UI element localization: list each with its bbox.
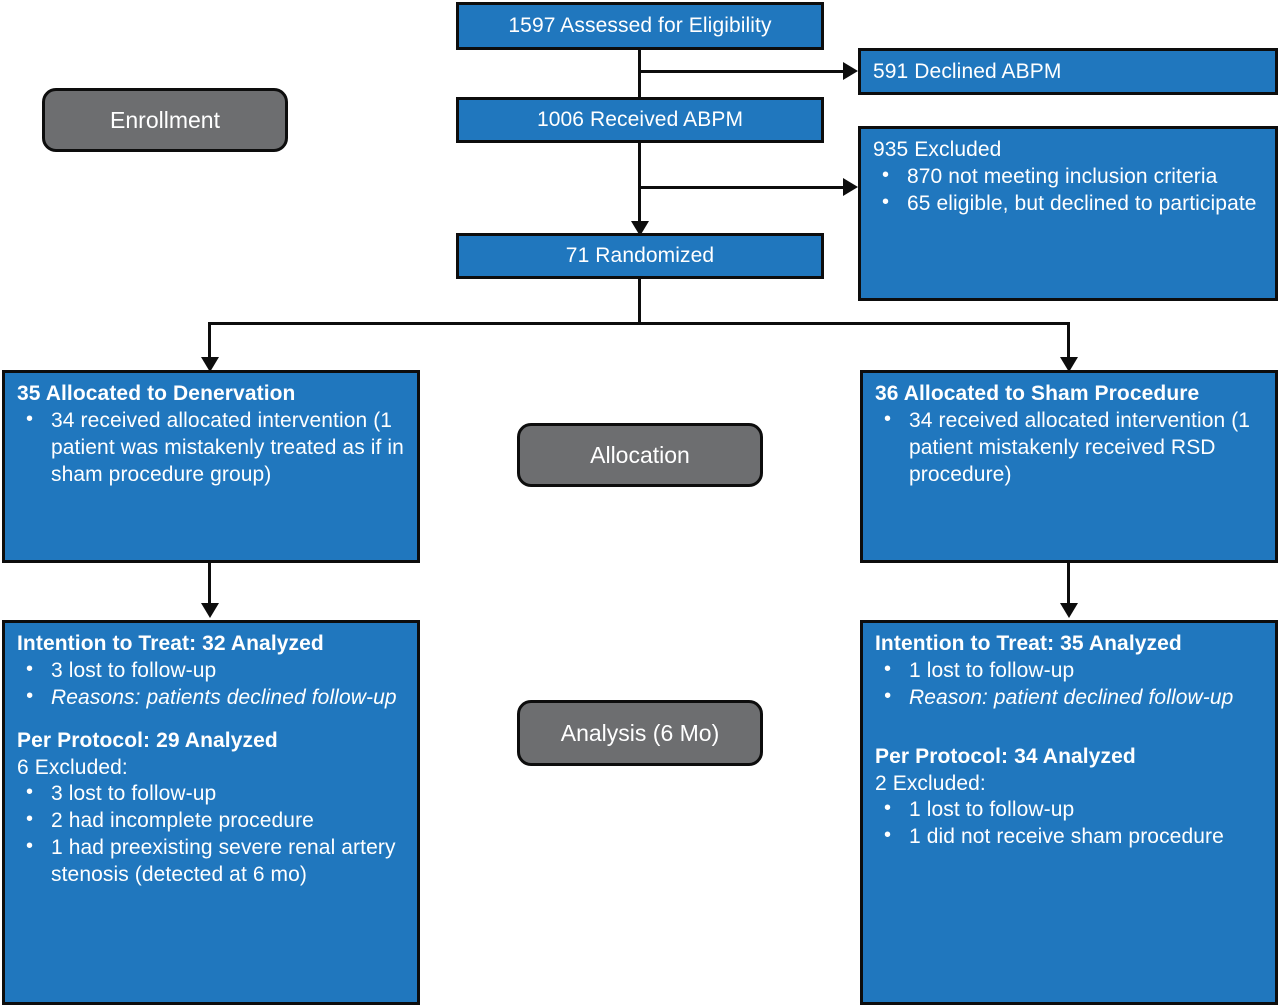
node-excluded-list: 870 not meeting inclusion criteria 65 el…: [873, 163, 1265, 218]
analysis-denervation-itt-list: 3 lost to follow-up Reasons: patients de…: [17, 657, 407, 712]
node-randomized: 71 Randomized: [456, 233, 824, 279]
node-alloc-sham: 36 Allocated to Sham Procedure 34 receiv…: [860, 370, 1278, 563]
list-item: 1 lost to follow-up: [875, 657, 1265, 685]
node-declined-abpm-label: 591 Declined ABPM: [873, 60, 1062, 83]
analysis-sham-itt-heading: Intention to Treat: 35 Analyzed: [875, 632, 1182, 655]
analysis-denervation-spacer: [17, 712, 407, 728]
node-received-abpm: 1006 Received ABPM: [456, 97, 824, 143]
node-analysis-denervation: Intention to Treat: 32 Analyzed 3 lost t…: [2, 620, 420, 1005]
node-alloc-denervation: 35 Allocated to Denervation 34 received …: [2, 370, 420, 563]
list-item: 2 had incomplete procedure: [17, 807, 407, 835]
list-item: 1 had preexisting severe renal artery st…: [17, 834, 407, 889]
list-item: 34 received allocated intervention (1 pa…: [17, 407, 407, 489]
analysis-denervation-pp-heading: Per Protocol: 29 Analyzed: [17, 728, 278, 752]
node-received-abpm-label: 1006 Received ABPM: [536, 107, 744, 131]
connector-allocation-split-bar: [208, 322, 1070, 325]
connector-split-right-down: [1067, 322, 1070, 360]
node-alloc-sham-list: 34 received allocated intervention (1 pa…: [875, 407, 1265, 489]
analysis-denervation-itt-heading: Intention to Treat: 32 Analyzed: [17, 632, 324, 655]
connector-assessed-to-declined: [638, 70, 843, 73]
connector-split-left-down: [208, 322, 211, 360]
list-item: 34 received allocated intervention (1 pa…: [875, 407, 1265, 489]
list-item: Reason: patient declined follow-up: [875, 684, 1265, 712]
analysis-sham-itt-list: 1 lost to follow-up Reason: patient decl…: [875, 657, 1265, 712]
node-excluded: 935 Excluded 870 not meeting inclusion c…: [858, 126, 1278, 301]
connector-alloc-sham-to-analysis: [1067, 562, 1070, 606]
stage-label-enrollment-text: Enrollment: [110, 106, 220, 133]
arrow-to-declined-abpm: [843, 62, 858, 80]
list-item: 3 lost to follow-up: [17, 657, 407, 685]
analysis-denervation-pp-excluded-label: 6 Excluded:: [17, 755, 128, 779]
arrow-to-excluded: [843, 178, 858, 196]
arrow-to-alloc-sham: [1060, 357, 1078, 372]
connector-alloc-denervation-to-analysis: [208, 562, 211, 606]
stage-label-analysis-text: Analysis (6 Mo): [560, 719, 720, 746]
arrow-to-alloc-denervation: [201, 357, 219, 372]
node-analysis-sham: Intention to Treat: 35 Analyzed 1 lost t…: [860, 620, 1278, 1005]
list-item: 65 eligible, but declined to participate: [873, 190, 1265, 218]
connector-received-to-randomized: [638, 142, 641, 224]
node-declined-abpm: 591 Declined ABPM: [858, 48, 1278, 95]
analysis-sham-spacer-1: [875, 712, 1265, 728]
connector-received-to-excluded: [638, 186, 843, 189]
node-assessed-for-eligibility: 1597 Assessed for Eligibility: [456, 2, 824, 50]
stage-label-enrollment: Enrollment: [42, 88, 288, 152]
node-alloc-sham-heading: 36 Allocated to Sham Procedure: [875, 382, 1200, 405]
analysis-sham-spacer-2: [875, 728, 1265, 744]
analysis-sham-pp-heading: Per Protocol: 34 Analyzed: [875, 744, 1136, 768]
stage-label-allocation-text: Allocation: [590, 441, 690, 468]
node-randomized-label: 71 Randomized: [565, 243, 715, 267]
list-item: 1 did not receive sham procedure: [875, 823, 1265, 851]
arrow-to-randomized: [631, 221, 649, 236]
analysis-sham-pp-list: 1 lost to follow-up 1 did not receive sh…: [875, 796, 1265, 851]
stage-label-allocation: Allocation: [517, 423, 763, 487]
node-alloc-denervation-list: 34 received allocated intervention (1 pa…: [17, 407, 407, 489]
arrow-to-analysis-sham: [1060, 603, 1078, 618]
list-item: 870 not meeting inclusion criteria: [873, 163, 1265, 191]
connector-randomized-down: [638, 279, 641, 325]
list-item: 1 lost to follow-up: [875, 796, 1265, 824]
connector-assessed-to-received: [638, 47, 641, 99]
analysis-denervation-pp-list: 3 lost to follow-up 2 had incomplete pro…: [17, 780, 407, 889]
node-alloc-denervation-heading: 35 Allocated to Denervation: [17, 382, 296, 405]
arrow-to-analysis-denervation: [201, 603, 219, 618]
analysis-sham-pp-excluded-label: 2 Excluded:: [875, 771, 986, 795]
list-item: 3 lost to follow-up: [17, 780, 407, 808]
list-item: Reasons: patients declined follow-up: [17, 684, 407, 712]
node-assessed-label: 1597 Assessed for Eligibility: [508, 13, 772, 37]
node-excluded-heading: 935 Excluded: [873, 138, 1002, 161]
stage-label-analysis: Analysis (6 Mo): [517, 700, 763, 766]
